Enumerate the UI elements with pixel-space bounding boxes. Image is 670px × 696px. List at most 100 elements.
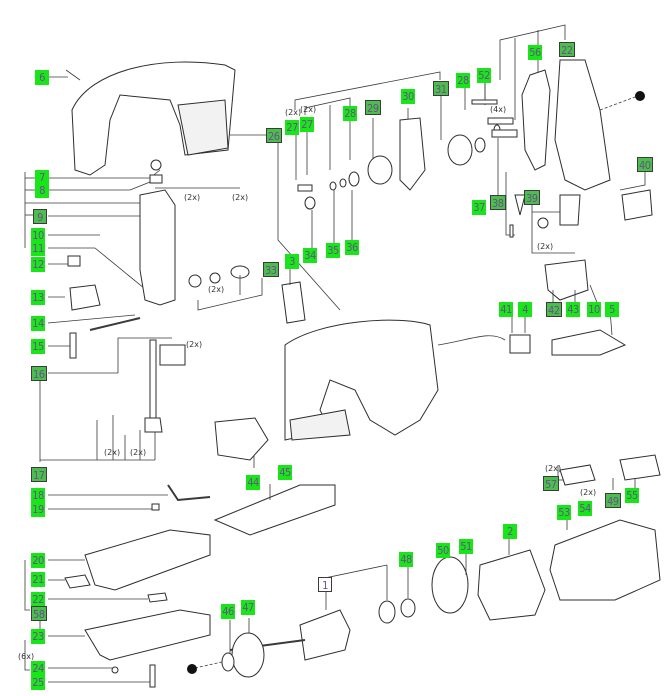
bushing-12	[67, 255, 81, 267]
pin-b	[491, 129, 518, 138]
label-57[interactable]: 57	[543, 476, 559, 491]
rod-14	[89, 317, 141, 331]
label-55[interactable]: 55	[625, 488, 639, 503]
label-17[interactable]: 17	[31, 467, 47, 482]
gear-29	[367, 155, 393, 185]
label-28b[interactable]: 28	[456, 73, 470, 88]
label-13[interactable]: 13	[31, 290, 45, 305]
grip-panel	[289, 409, 351, 441]
qty-note: (2x)	[537, 242, 554, 251]
qty-note: (2x)	[232, 193, 249, 202]
pin-15	[69, 332, 77, 359]
qty-note: (2x)	[285, 108, 302, 117]
stator-2	[477, 549, 546, 621]
qty-note: (2x)	[300, 105, 317, 114]
gear-housing-22	[554, 59, 611, 191]
label-10[interactable]: 10	[31, 228, 45, 243]
label-48[interactable]: 48	[399, 552, 413, 567]
label-12[interactable]: 12	[31, 257, 45, 272]
label-27b[interactable]: 27	[300, 117, 314, 132]
label-29[interactable]: 29	[365, 100, 381, 115]
reference-marker-a-2	[187, 664, 197, 674]
label-56[interactable]: 56	[528, 45, 542, 60]
label-19[interactable]: 19	[31, 502, 45, 517]
label-8[interactable]: 8	[35, 183, 49, 198]
bearing-1b	[378, 600, 396, 624]
label-16[interactable]: 16	[31, 366, 47, 381]
label-45[interactable]: 45	[278, 465, 292, 480]
label-5[interactable]: 5	[605, 302, 619, 317]
label-53[interactable]: 53	[557, 505, 571, 520]
label-43[interactable]: 43	[566, 302, 580, 317]
label-39[interactable]: 39	[524, 190, 540, 205]
brush-49	[619, 454, 661, 481]
label-44[interactable]: 44	[246, 475, 260, 490]
label-11[interactable]: 11	[31, 241, 45, 256]
label-52[interactable]: 52	[477, 68, 491, 83]
label-14[interactable]: 14	[31, 316, 45, 331]
label-54[interactable]: 54	[578, 501, 592, 516]
qty-note: (2x)	[130, 448, 147, 457]
part-19	[151, 503, 160, 511]
label-22b[interactable]: 22	[559, 42, 575, 57]
label-40[interactable]: 40	[637, 157, 653, 172]
label-47[interactable]: 47	[241, 600, 255, 615]
washer-33b	[209, 272, 221, 284]
label-7[interactable]: 7	[35, 170, 49, 185]
label-24[interactable]: 24	[31, 661, 45, 676]
label-6[interactable]: 6	[35, 70, 49, 85]
label-21[interactable]: 21	[31, 572, 45, 587]
pin-34a	[297, 184, 313, 192]
label-51[interactable]: 51	[459, 539, 473, 554]
qty-note: (4x)	[490, 105, 507, 114]
label-35[interactable]: 35	[326, 243, 340, 258]
label-4[interactable]: 4	[518, 302, 532, 317]
screw-24	[111, 666, 119, 674]
label-27a[interactable]: 27	[285, 120, 299, 135]
label-49[interactable]: 49	[605, 493, 621, 508]
label-30[interactable]: 30	[401, 89, 415, 104]
label-38[interactable]: 38	[490, 195, 506, 210]
label-41[interactable]: 41	[499, 302, 513, 317]
label-58[interactable]: 58	[31, 606, 47, 621]
qty-note: (2x)	[186, 340, 203, 349]
bushing-34	[304, 196, 316, 210]
label-33[interactable]: 33	[263, 262, 279, 277]
guide-block	[159, 344, 186, 366]
label-31[interactable]: 31	[433, 81, 449, 96]
base-plate-23	[84, 609, 211, 661]
label-1[interactable]: 1	[318, 577, 332, 592]
label-10b[interactable]: 10	[587, 302, 601, 317]
label-34[interactable]: 34	[303, 248, 317, 263]
gear-47	[231, 632, 265, 678]
label-22[interactable]: 22	[31, 592, 45, 607]
label-42[interactable]: 42	[546, 302, 562, 317]
armature-1	[299, 609, 351, 661]
label-50[interactable]: 50	[436, 543, 450, 558]
label-23[interactable]: 23	[31, 629, 45, 644]
label-46[interactable]: 46	[221, 604, 235, 619]
label-26[interactable]: 26	[266, 128, 282, 143]
label-2[interactable]: 2	[503, 524, 517, 539]
cable-sleeve-5	[551, 329, 627, 356]
label-25[interactable]: 25	[31, 675, 45, 690]
clip-38	[514, 194, 526, 216]
label-20[interactable]: 20	[31, 553, 45, 568]
label-28a[interactable]: 28	[343, 106, 357, 121]
guide-rod	[149, 339, 157, 421]
qty-note: (6x)	[18, 652, 35, 661]
label-36[interactable]: 36	[345, 240, 359, 255]
switch-3	[281, 281, 306, 324]
plate-40	[621, 189, 653, 221]
housing-rear-panel	[177, 99, 229, 156]
label-9[interactable]: 9	[33, 209, 47, 224]
bearing-48	[400, 598, 416, 618]
label-3[interactable]: 3	[285, 254, 299, 269]
label-37[interactable]: 37	[472, 200, 486, 215]
label-15[interactable]: 15	[31, 339, 45, 354]
label-18[interactable]: 18	[31, 488, 45, 503]
brush-holder	[559, 464, 596, 486]
qty-note: (2x)	[545, 464, 562, 473]
